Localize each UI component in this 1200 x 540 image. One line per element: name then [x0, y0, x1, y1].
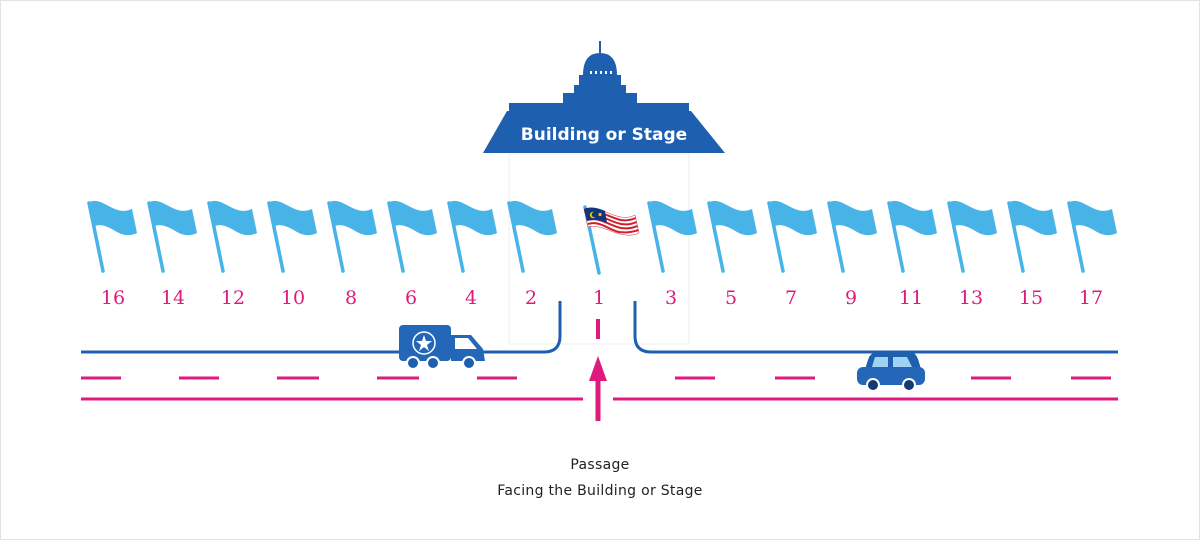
flag-number: 14	[161, 287, 185, 309]
building-label: Building or Stage	[521, 125, 687, 145]
flag-number: 8	[345, 287, 357, 309]
flag-icon	[1066, 199, 1119, 273]
road-curb	[81, 301, 1118, 354]
flag-number: 3	[665, 287, 677, 309]
flag-icon	[1006, 199, 1059, 273]
flag-number: 4	[465, 287, 477, 309]
flag-icon	[86, 199, 139, 273]
passage-description: Facing the Building or Stage	[497, 483, 703, 499]
car-icon	[857, 351, 925, 392]
flag-number: 6	[405, 287, 417, 309]
passage-label: Passage	[570, 457, 630, 473]
malaysia-flag-icon	[583, 205, 640, 275]
flag-number: 16	[101, 287, 125, 309]
flag-number: 5	[725, 287, 737, 309]
flag-icon	[766, 199, 819, 273]
flag-icon	[706, 199, 759, 273]
flag-icon	[826, 199, 879, 273]
flag-number: 13	[959, 287, 983, 309]
flag-number-center: 1	[593, 287, 605, 309]
truck-icon	[399, 325, 485, 370]
flag-icon	[446, 199, 499, 273]
flag-icon	[886, 199, 939, 273]
flag-number: 2	[525, 287, 537, 309]
flag-icon	[266, 199, 319, 273]
flag-icon	[206, 199, 259, 273]
flag-icon	[946, 199, 999, 273]
flag-number: 11	[899, 287, 923, 309]
flag-number: 17	[1079, 287, 1103, 309]
flag-number: 10	[281, 287, 305, 309]
flag-number: 15	[1019, 287, 1043, 309]
flag-number: 9	[845, 287, 857, 309]
flag-number: 7	[785, 287, 797, 309]
flag-icon	[386, 199, 439, 273]
flag-icon	[146, 199, 199, 273]
arrow-up-icon	[589, 319, 607, 421]
flag-numbers: 16 14 12 10 8 6 4 2 1 3 5 7 9 11 13 15 1…	[101, 287, 1103, 309]
flag-icon	[326, 199, 379, 273]
flag-number: 12	[221, 287, 245, 309]
